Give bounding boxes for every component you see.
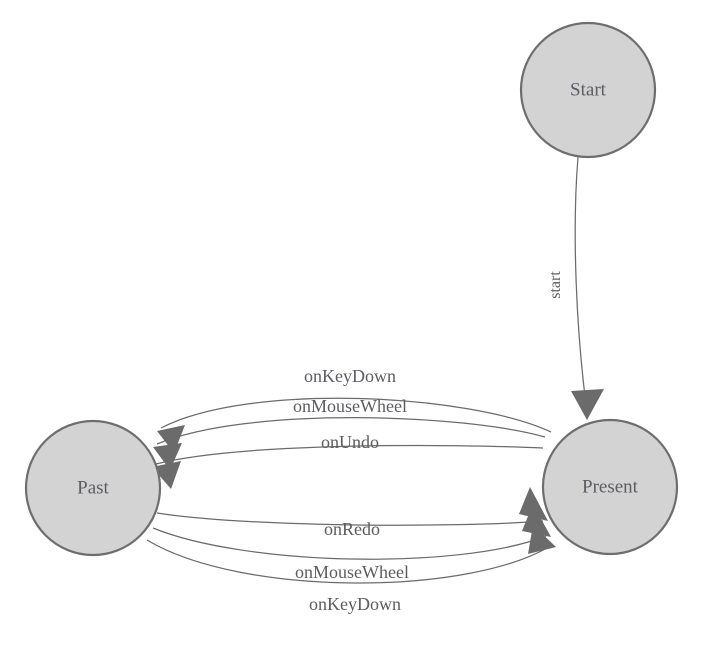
edge-past-to-present-onmousewheel[interactable]	[152, 527, 547, 560]
node-start[interactable]: Start	[519, 21, 657, 159]
edge-present-to-past-onundo[interactable]	[155, 444, 544, 465]
edge-label-group: start onKeyDown onMouseWheel onUndo onRe…	[293, 271, 564, 614]
edge-label-past-to-present-onmousewheel: onMouseWheel	[295, 562, 409, 582]
edge-label-past-to-present-onredo: onRedo	[324, 519, 380, 539]
arrowhead-into-past-onmousewheel-icon	[153, 443, 182, 470]
edge-label-present-to-past-onmousewheel: onMouseWheel	[293, 396, 407, 416]
node-present[interactable]: Present	[541, 418, 679, 556]
edge-past-to-present-onredo[interactable]	[156, 512, 544, 526]
arrowhead-start-to-present-icon	[571, 389, 604, 420]
arrowhead-group	[152, 389, 604, 554]
edge-past-to-present-onkeydown[interactable]	[146, 539, 553, 584]
arrowhead-into-present-onkeydown-icon	[528, 525, 556, 554]
arrowhead-into-present-onmousewheel-icon	[522, 504, 551, 537]
edge-label-past-to-present-onkeydown: onKeyDown	[309, 594, 401, 614]
node-start-circle[interactable]	[519, 21, 657, 159]
edge-label-start: start	[547, 271, 564, 299]
node-past-label: Past	[77, 477, 109, 498]
node-past-circle[interactable]	[24, 419, 162, 557]
node-present-label: Present	[582, 476, 639, 497]
arrowhead-into-present-onredo-icon	[519, 487, 548, 521]
edge-present-to-past-onmousewheel[interactable]	[156, 417, 546, 445]
node-present-circle[interactable]	[541, 418, 679, 556]
edge-label-present-to-past-onkeydown: onKeyDown	[304, 366, 396, 386]
node-start-label: Start	[570, 79, 607, 100]
edge-present-to-past-onkeydown[interactable]	[160, 397, 552, 433]
edge-label-present-to-past-onundo: onUndo	[321, 432, 379, 452]
node-past[interactable]: Past	[24, 419, 162, 557]
edge-group	[146, 156, 588, 584]
arrowhead-into-past-onkeydown-icon	[157, 425, 185, 453]
edge-start-to-present[interactable]	[574, 156, 588, 413]
arrowhead-into-past-onundo-icon	[152, 461, 181, 489]
